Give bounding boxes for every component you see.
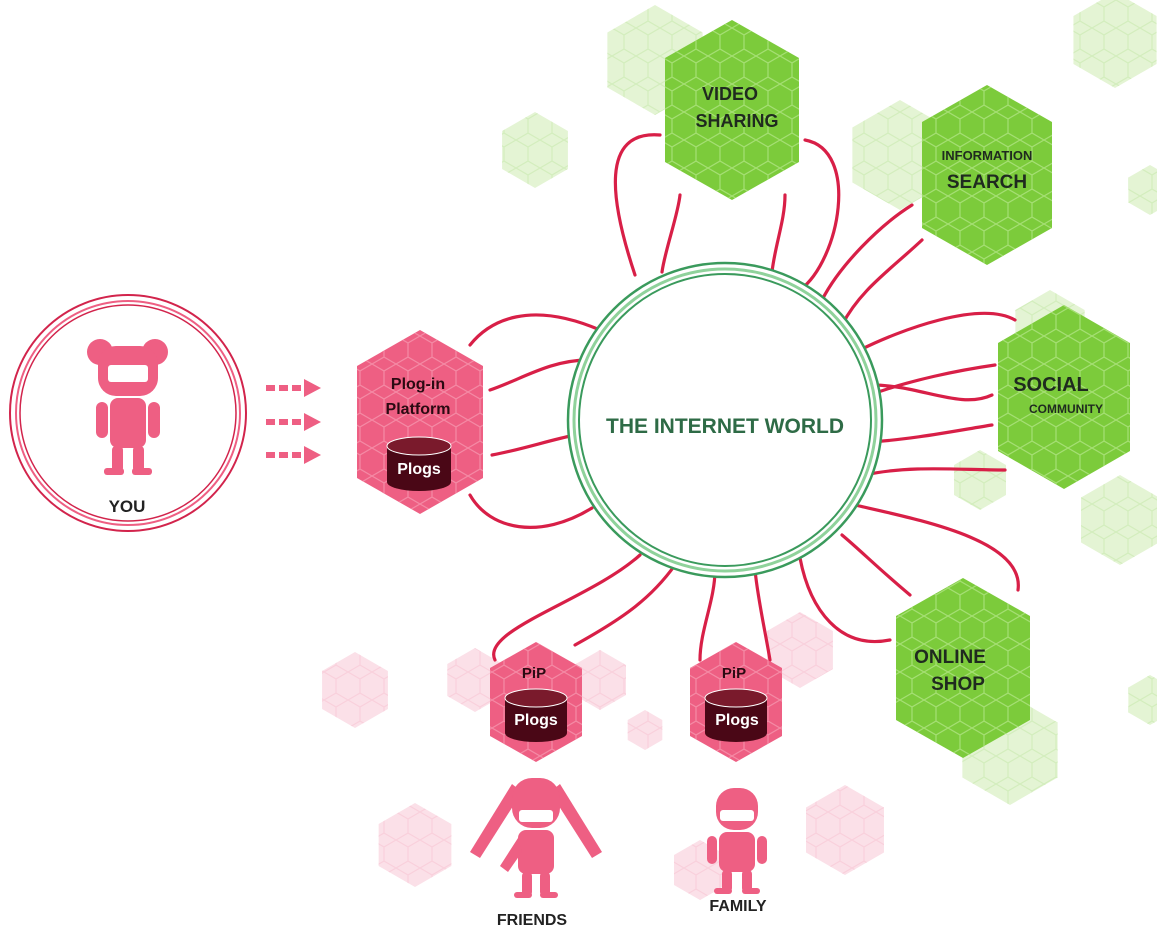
background-hex-texture [1128,675,1157,725]
video-label-line1: VIDEO [702,84,758,104]
platform-db-label: Plogs [397,461,441,478]
link-social-5 [863,467,1007,477]
link-friends-1 [492,553,642,662]
family-pip-label: PiP [722,665,746,682]
robot-user-icon [87,339,168,475]
you-node[interactable]: YOU [9,294,247,532]
background-hex-texture [378,803,452,887]
background-hex-texture [447,648,503,712]
internet-world-label: THE INTERNET WORLD [606,415,844,438]
link-search-2 [840,238,924,327]
friends-pip-node[interactable]: PiP Plogs [490,642,582,762]
robot-helmet-icon [707,788,767,894]
shop-label-line2: SHOP [931,674,985,695]
family-pip-node[interactable]: PiP Plogs [690,642,782,762]
connection-lines [468,133,1020,662]
platform-label-line2: Platform [386,401,451,418]
link-video-3 [770,193,787,274]
background-hex-texture [1128,165,1157,215]
you-label: YOU [109,497,146,516]
link-search-1 [820,203,914,302]
link-shop-2 [840,533,912,597]
platform-label-line1: Plog-in [391,376,445,393]
link-shop-3 [798,556,892,644]
background-hex-texture [806,785,884,875]
link-shop-1 [853,503,1020,592]
family-db-label: Plogs [715,712,759,729]
background-hex-texture [767,612,833,688]
plog-in-platform-node[interactable]: Plog-in Platform Plogs [357,330,483,514]
link-social-1 [858,311,1017,352]
link-family-2 [753,568,772,662]
social-label-line2: COMMUNITY [1029,402,1103,416]
background-hex-texture [502,112,568,188]
background-hex-texture [574,650,626,710]
search-label-line2: SEARCH [947,172,1027,193]
video-label-line2: SHARING [695,111,778,131]
link-platform-1 [468,313,602,347]
database-icon [504,688,568,742]
background-hex-texture [627,710,663,750]
database-icon [386,436,452,491]
background-hex-texture [1081,475,1157,565]
link-platform-4 [468,493,594,529]
link-video-2 [660,193,682,274]
background-hex-texture [322,652,388,728]
link-video-4 [798,138,841,292]
family-label: FAMILY [709,898,767,915]
information-search-node[interactable]: INFORMATION SEARCH [922,85,1052,265]
friends-pip-label: PiP [522,665,546,682]
shop-label-line1: ONLINE [914,647,986,668]
link-platform-3 [490,433,577,457]
background-hex-texture [954,450,1006,510]
database-icon [704,688,768,742]
friends-label: FRIENDS [497,912,568,929]
link-video-1 [613,133,662,277]
friends-db-label: Plogs [514,712,558,729]
link-platform-2 [488,358,590,392]
video-sharing-node[interactable]: VIDEO SHARING [665,20,799,200]
online-shop-node[interactable]: ONLINE SHOP [896,578,1030,758]
internet-world-circle[interactable]: THE INTERNET WORLD [566,261,884,579]
link-friends-2 [573,563,677,647]
link-social-3 [870,383,994,402]
link-social-2 [868,363,997,397]
link-social-4 [866,423,994,444]
robot-twintail-icon [470,778,602,898]
social-label-line1: SOCIAL [1013,374,1089,396]
search-label-line1: INFORMATION [942,148,1033,163]
social-community-node[interactable]: SOCIAL COMMUNITY [998,305,1130,489]
background-hex-texture [1073,0,1157,88]
link-family-1 [698,568,717,662]
dashed-arrow-icon [266,379,321,464]
